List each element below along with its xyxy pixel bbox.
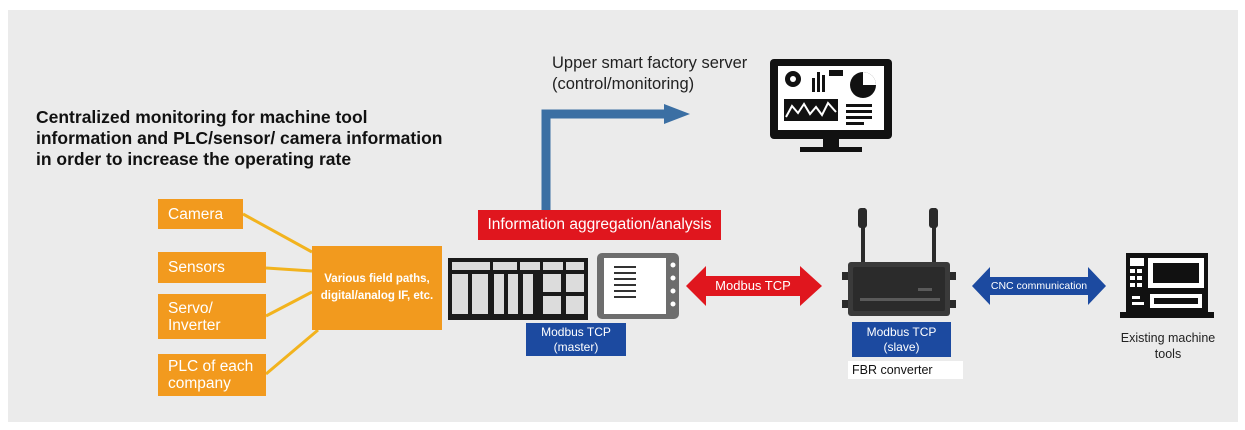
cnc-link-label: CNC communication: [990, 280, 1088, 292]
connector-camera: [242, 212, 313, 254]
machine-label: Existing machine tools: [1120, 331, 1216, 361]
cnc-machine-icon: [1120, 253, 1214, 318]
servo-inverter-label: Servo/ Inverter: [168, 299, 221, 334]
modbus-link-label: Modbus TCP: [715, 278, 791, 293]
aggregation-banner: Information aggregation/analysis: [478, 210, 721, 240]
monitor-dashboard-icon: [770, 59, 892, 152]
connector-sensors: [265, 266, 313, 273]
modbus-link-arrow: [686, 266, 822, 306]
sensors-box: Sensors: [158, 252, 266, 283]
plc-label: PLC of each company: [168, 358, 254, 392]
cnc-link-arrow: [972, 267, 1106, 305]
plc-box: PLC of each company: [158, 354, 266, 396]
camera-label: Camera: [168, 205, 224, 223]
slave-label: Modbus TCP (slave): [852, 322, 951, 357]
fbr-converter-label: FBR converter: [848, 361, 963, 379]
servo-inverter-box: Servo/ Inverter: [158, 294, 266, 339]
camera-box: Camera: [158, 199, 243, 229]
connector-plc: [265, 328, 319, 376]
connector-servo: [265, 290, 313, 318]
sensors-label: Sensors: [168, 259, 225, 276]
field-paths-box: Various field paths, digital/analog IF, …: [312, 246, 442, 330]
upstream-arrow: [541, 104, 690, 210]
fbr-converter-icon: [842, 208, 956, 316]
master-label: Modbus TCP (master): [526, 323, 626, 356]
page-heading: Centralized monitoring for machine tool …: [36, 107, 443, 169]
plc-hmi-icon: [448, 253, 679, 320]
upper-server-label: Upper smart factory server (control/moni…: [552, 54, 748, 93]
field-connectors: [242, 212, 319, 376]
